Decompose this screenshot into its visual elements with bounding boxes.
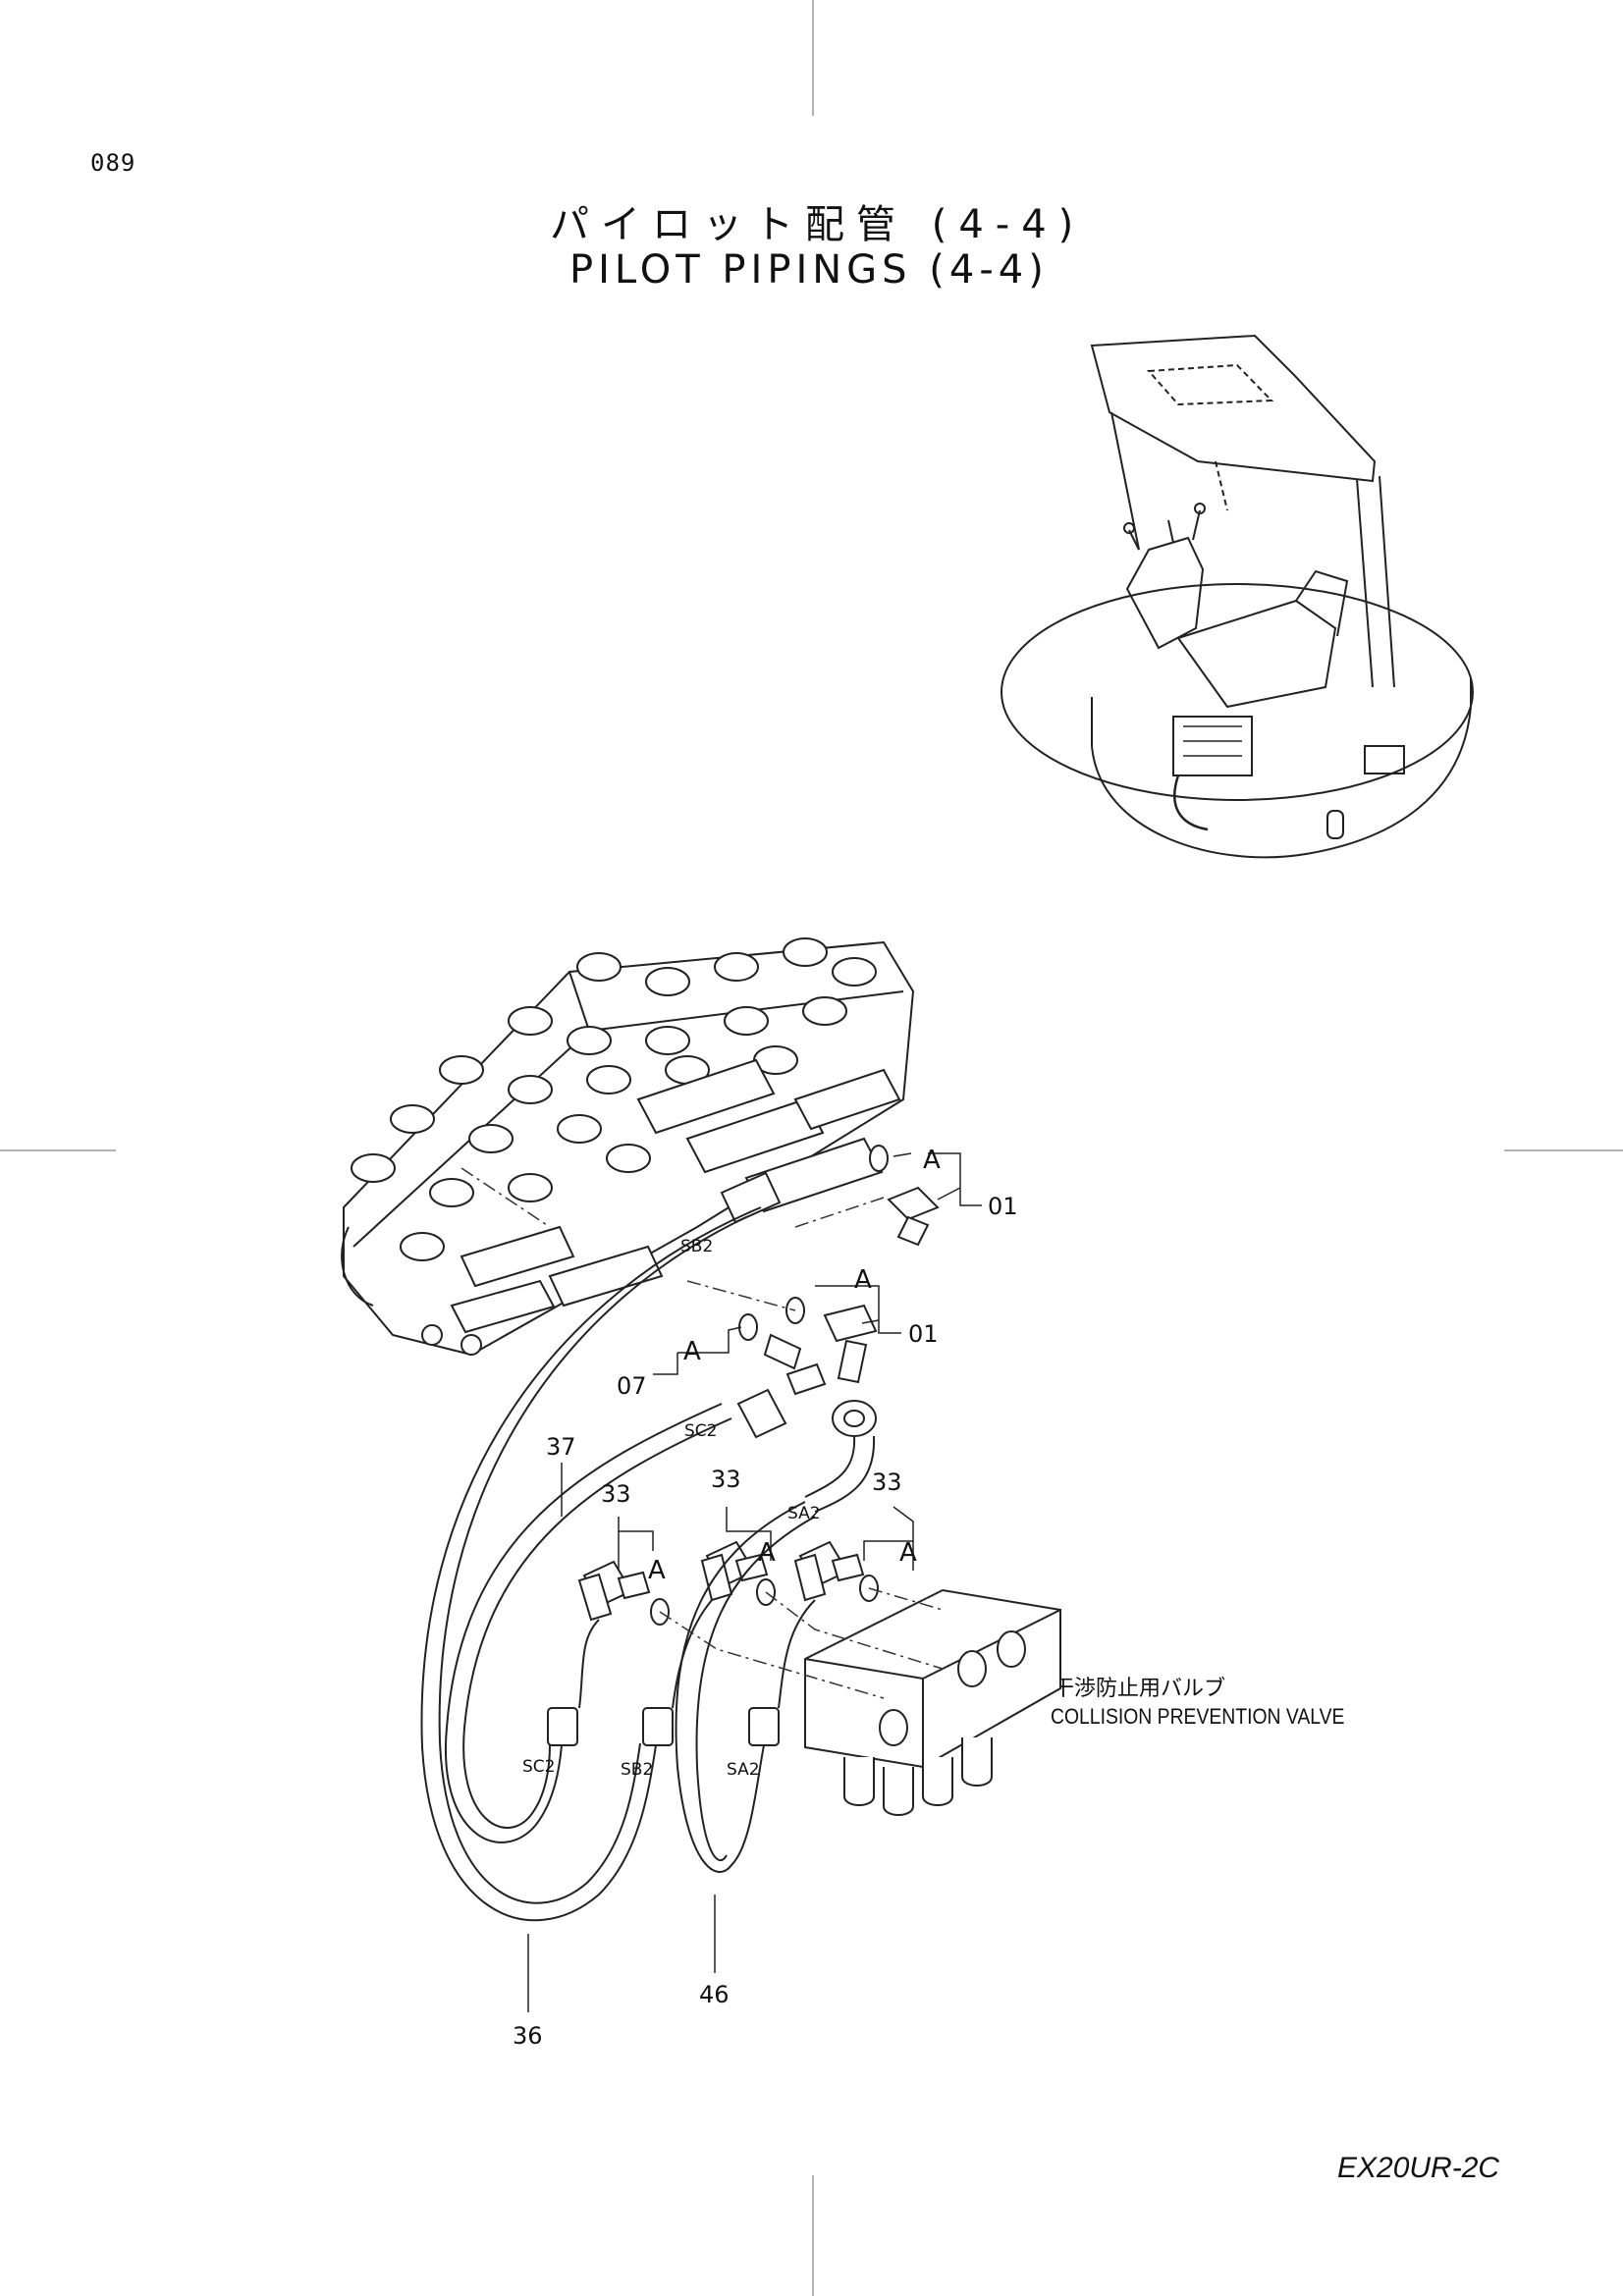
- hose-end-nut-sc2: [736, 1388, 787, 1439]
- detail-markers: A A A A A A: [648, 1146, 941, 1585]
- callout-33-left: 33: [601, 1480, 631, 1508]
- hose-lines: [420, 1206, 816, 1922]
- callout-33-mid: 33: [711, 1466, 741, 1493]
- elbow-fitting-01-lower: [785, 1297, 878, 1384]
- detail-marker-a: A: [923, 1146, 941, 1175]
- valve-label-english: COLLISION PREVENTION VALVE: [1051, 1704, 1345, 1729]
- port-label-sc2: SC2: [684, 1421, 717, 1441]
- port-labels: SB2 SC2 SA2 SC2 SB2 SA2: [522, 1237, 821, 1780]
- detail-marker-a: A: [683, 1337, 701, 1366]
- callout-46: 46: [699, 1981, 730, 2008]
- detail-marker-a: A: [854, 1265, 872, 1295]
- callout-numbers: 01 01 07 37 33 33 33 36 46: [513, 1193, 1018, 2050]
- hose-37: [444, 1403, 723, 1843]
- callout-01-upper: 01: [988, 1193, 1018, 1220]
- leader-lines: [527, 1152, 982, 2012]
- callout-36: 36: [513, 2022, 543, 2050]
- spool-caps: [351, 937, 877, 1261]
- detail-marker-a: A: [648, 1556, 666, 1585]
- port-label-sa2: SA2: [787, 1504, 821, 1523]
- pipe-bend-fitting: [804, 1400, 877, 1513]
- spool-cylinders: [450, 1058, 901, 1334]
- control-valve-assembly: [341, 937, 915, 1357]
- port-label-sb2: SB2: [621, 1760, 653, 1780]
- callout-07: 07: [617, 1372, 647, 1400]
- connector-fitting-07: [738, 1313, 827, 1396]
- elbow-fitting-33-right: [793, 1540, 879, 1602]
- page-title-english: PILOT PIPINGS (4-4): [569, 247, 1049, 293]
- collision-prevention-valve-body: [804, 1588, 1061, 1816]
- center-lines: [460, 1167, 944, 1699]
- elbow-fitting-01-upper: [869, 1145, 940, 1247]
- port-label-sc2: SC2: [522, 1757, 555, 1777]
- hose-36: [420, 1206, 762, 1922]
- elbow-fitting-33-left: [577, 1560, 670, 1626]
- model-code: EX20UR-2C: [1337, 2152, 1500, 2184]
- detail-marker-a: A: [758, 1538, 776, 1568]
- callout-33-right: 33: [872, 1468, 902, 1496]
- valve-label-japanese: 干渉防止用バルブ: [1053, 1677, 1226, 1701]
- hose-46: [675, 1501, 806, 1873]
- excavator-overview-illustration: [1001, 334, 1474, 859]
- page-number: 089: [90, 149, 136, 177]
- callout-01-lower: 01: [908, 1320, 939, 1348]
- page-title-japanese: パイロット配管 (4-4): [550, 202, 1086, 247]
- detail-marker-a: A: [899, 1538, 917, 1568]
- callout-37: 37: [546, 1433, 576, 1461]
- fittings: [547, 1145, 940, 1746]
- port-label-sb2: SB2: [680, 1237, 713, 1256]
- port-label-sa2: SA2: [727, 1760, 760, 1780]
